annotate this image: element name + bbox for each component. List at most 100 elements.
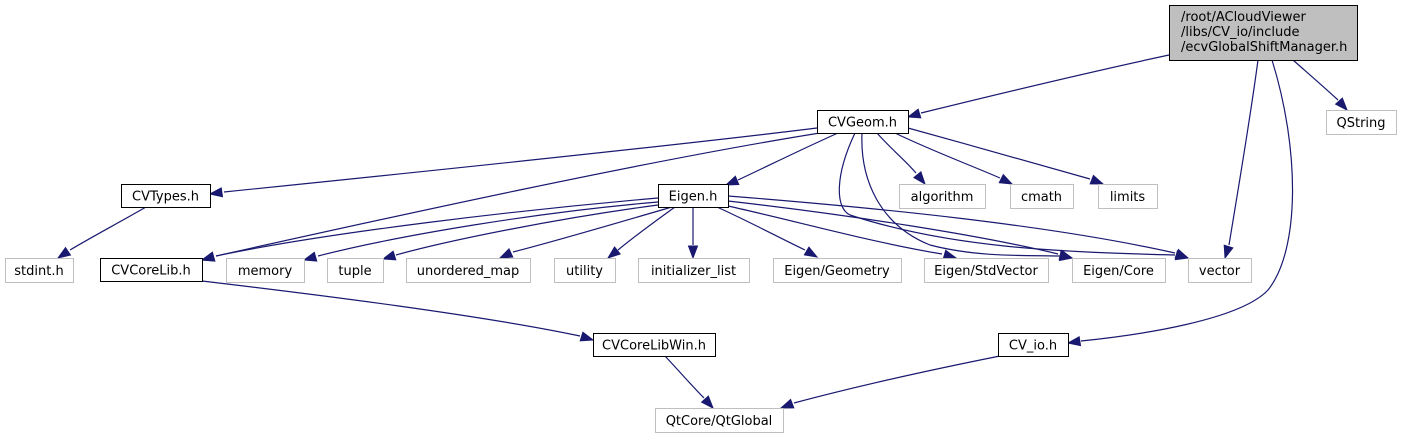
node-label: cmath <box>1021 190 1062 205</box>
edge-cvcorelibwin-to-qtglobal <box>664 355 714 410</box>
node-label: stdint.h <box>14 264 63 279</box>
edge-line <box>876 132 917 174</box>
arrowhead-icon <box>302 251 318 262</box>
node-stdint: stdint.h <box>5 258 74 283</box>
node-box <box>1188 258 1252 283</box>
node-cv_io[interactable]: CV_io.h <box>997 332 1070 358</box>
node-label: Eigen.h <box>669 190 718 205</box>
edge-line <box>737 132 839 181</box>
node-box <box>327 258 384 283</box>
arrowhead-icon <box>579 331 595 342</box>
node-algorithm: algorithm <box>899 184 986 209</box>
node-root[interactable]: /root/ACloudViewer/libs/CV_io/include/ec… <box>1168 4 1359 62</box>
edge-line <box>664 355 705 399</box>
edge-line <box>201 280 581 337</box>
edge-cvcorelib-to-cvcorelibwin <box>201 280 595 342</box>
node-label: Eigen/Geometry <box>784 264 890 279</box>
edge-line <box>215 132 821 257</box>
arrowhead-icon <box>906 108 922 119</box>
edge-eigen-to-unordered_map <box>498 206 673 259</box>
node-eigen_geometry: Eigen/Geometry <box>773 258 902 283</box>
edge-line <box>395 204 659 256</box>
edge-root-to-cvgeom <box>906 54 1170 119</box>
arrowhead-icon <box>208 187 224 198</box>
edge-eigen-to-cvcorelib <box>200 197 659 262</box>
node-box <box>924 258 1049 283</box>
edge-eigen-to-vector <box>727 195 1190 259</box>
node-label: initializer_list <box>651 264 736 279</box>
edge-line <box>1228 59 1259 246</box>
node-tuple: tuple <box>327 258 384 283</box>
arrowhead-icon <box>913 171 926 186</box>
node-eigen_core: Eigen/Core <box>1072 258 1166 283</box>
node-qstring: QString <box>1326 110 1397 135</box>
node-cvtypes[interactable]: CVTypes.h <box>120 183 212 209</box>
edge-eigen-to-tuple <box>381 204 659 261</box>
node-eigen_stdvector: Eigen/StdVector <box>924 258 1049 283</box>
node-box <box>1326 110 1397 135</box>
arrowhead-icon <box>498 248 514 259</box>
node-vector: vector <box>1188 258 1252 283</box>
node-box <box>406 258 531 283</box>
node-box <box>554 258 616 283</box>
node-box <box>899 184 986 209</box>
node-cvcorelib[interactable]: CVCoreLib.h <box>99 257 204 283</box>
node-box <box>592 332 717 358</box>
node-cmath: cmath <box>1010 184 1074 209</box>
arrowhead-icon <box>687 245 699 260</box>
node-label: CVCoreLibWin.h <box>602 339 706 354</box>
node-cvcorelibwin[interactable]: CVCoreLibWin.h <box>592 332 717 358</box>
edge-line <box>727 200 1059 255</box>
edge-line <box>317 201 659 257</box>
node-box <box>997 332 1070 358</box>
node-box <box>226 258 305 283</box>
node-cvgeom[interactable]: CVGeom.h <box>816 109 910 135</box>
edge-root-to-vector <box>1223 59 1259 260</box>
node-box <box>120 183 212 209</box>
edge-line <box>716 206 806 251</box>
node-unordered_map: unordered_map <box>406 258 531 283</box>
node-label: Eigen/Core <box>1083 264 1154 279</box>
edge-eigen-to-initializer_list <box>687 207 699 260</box>
edge-line <box>223 127 818 193</box>
edge-cvgeom-to-algorithm <box>876 132 926 186</box>
node-box <box>1098 184 1158 209</box>
arrowhead-icon <box>803 246 819 258</box>
node-label: /libs/CV_io/include <box>1181 25 1300 40</box>
edge-line <box>907 127 1091 180</box>
edge-line <box>894 132 1001 179</box>
edge-cvgeom-to-cmath <box>894 132 1014 185</box>
node-limits: limits <box>1098 184 1158 209</box>
edge-line <box>69 206 147 251</box>
node-label: memory <box>238 264 293 279</box>
node-eigen[interactable]: Eigen.h <box>657 183 730 209</box>
arrowhead-icon <box>779 398 795 409</box>
node-box <box>1010 184 1074 209</box>
node-label: CVCoreLib.h <box>111 264 191 279</box>
edge-cvgeom-to-cvtypes <box>208 127 818 198</box>
node-box <box>773 258 902 283</box>
node-label: QtCore/QtGlobal <box>666 414 773 429</box>
arrowhead-icon <box>1058 249 1074 260</box>
arrowhead-icon <box>606 246 622 259</box>
node-label: utility <box>566 264 603 279</box>
node-label: algorithm <box>911 190 974 205</box>
node-box <box>1168 4 1359 62</box>
arrowhead-icon <box>381 250 397 261</box>
node-label: tuple <box>338 264 371 279</box>
arrowhead-icon <box>56 246 72 259</box>
edge-line <box>838 132 1176 256</box>
edge-root-to-qstring <box>1292 59 1348 112</box>
edge-eigen-to-utility <box>606 206 676 259</box>
edge-eigen-to-memory <box>302 201 659 262</box>
nodes-layer: /root/ACloudViewer/libs/CV_io/include/ec… <box>5 4 1397 433</box>
edges-layer <box>56 54 1348 410</box>
edge-eigen-to-eigen_geometry <box>716 206 819 258</box>
arrowhead-icon <box>1066 335 1082 347</box>
edge-cv_io-to-qtglobal <box>779 355 1001 409</box>
node-label: /ecvGlobalShiftManager.h <box>1181 40 1347 55</box>
node-label: CVGeom.h <box>828 116 897 131</box>
node-memory: memory <box>226 258 305 283</box>
node-box <box>638 258 750 283</box>
